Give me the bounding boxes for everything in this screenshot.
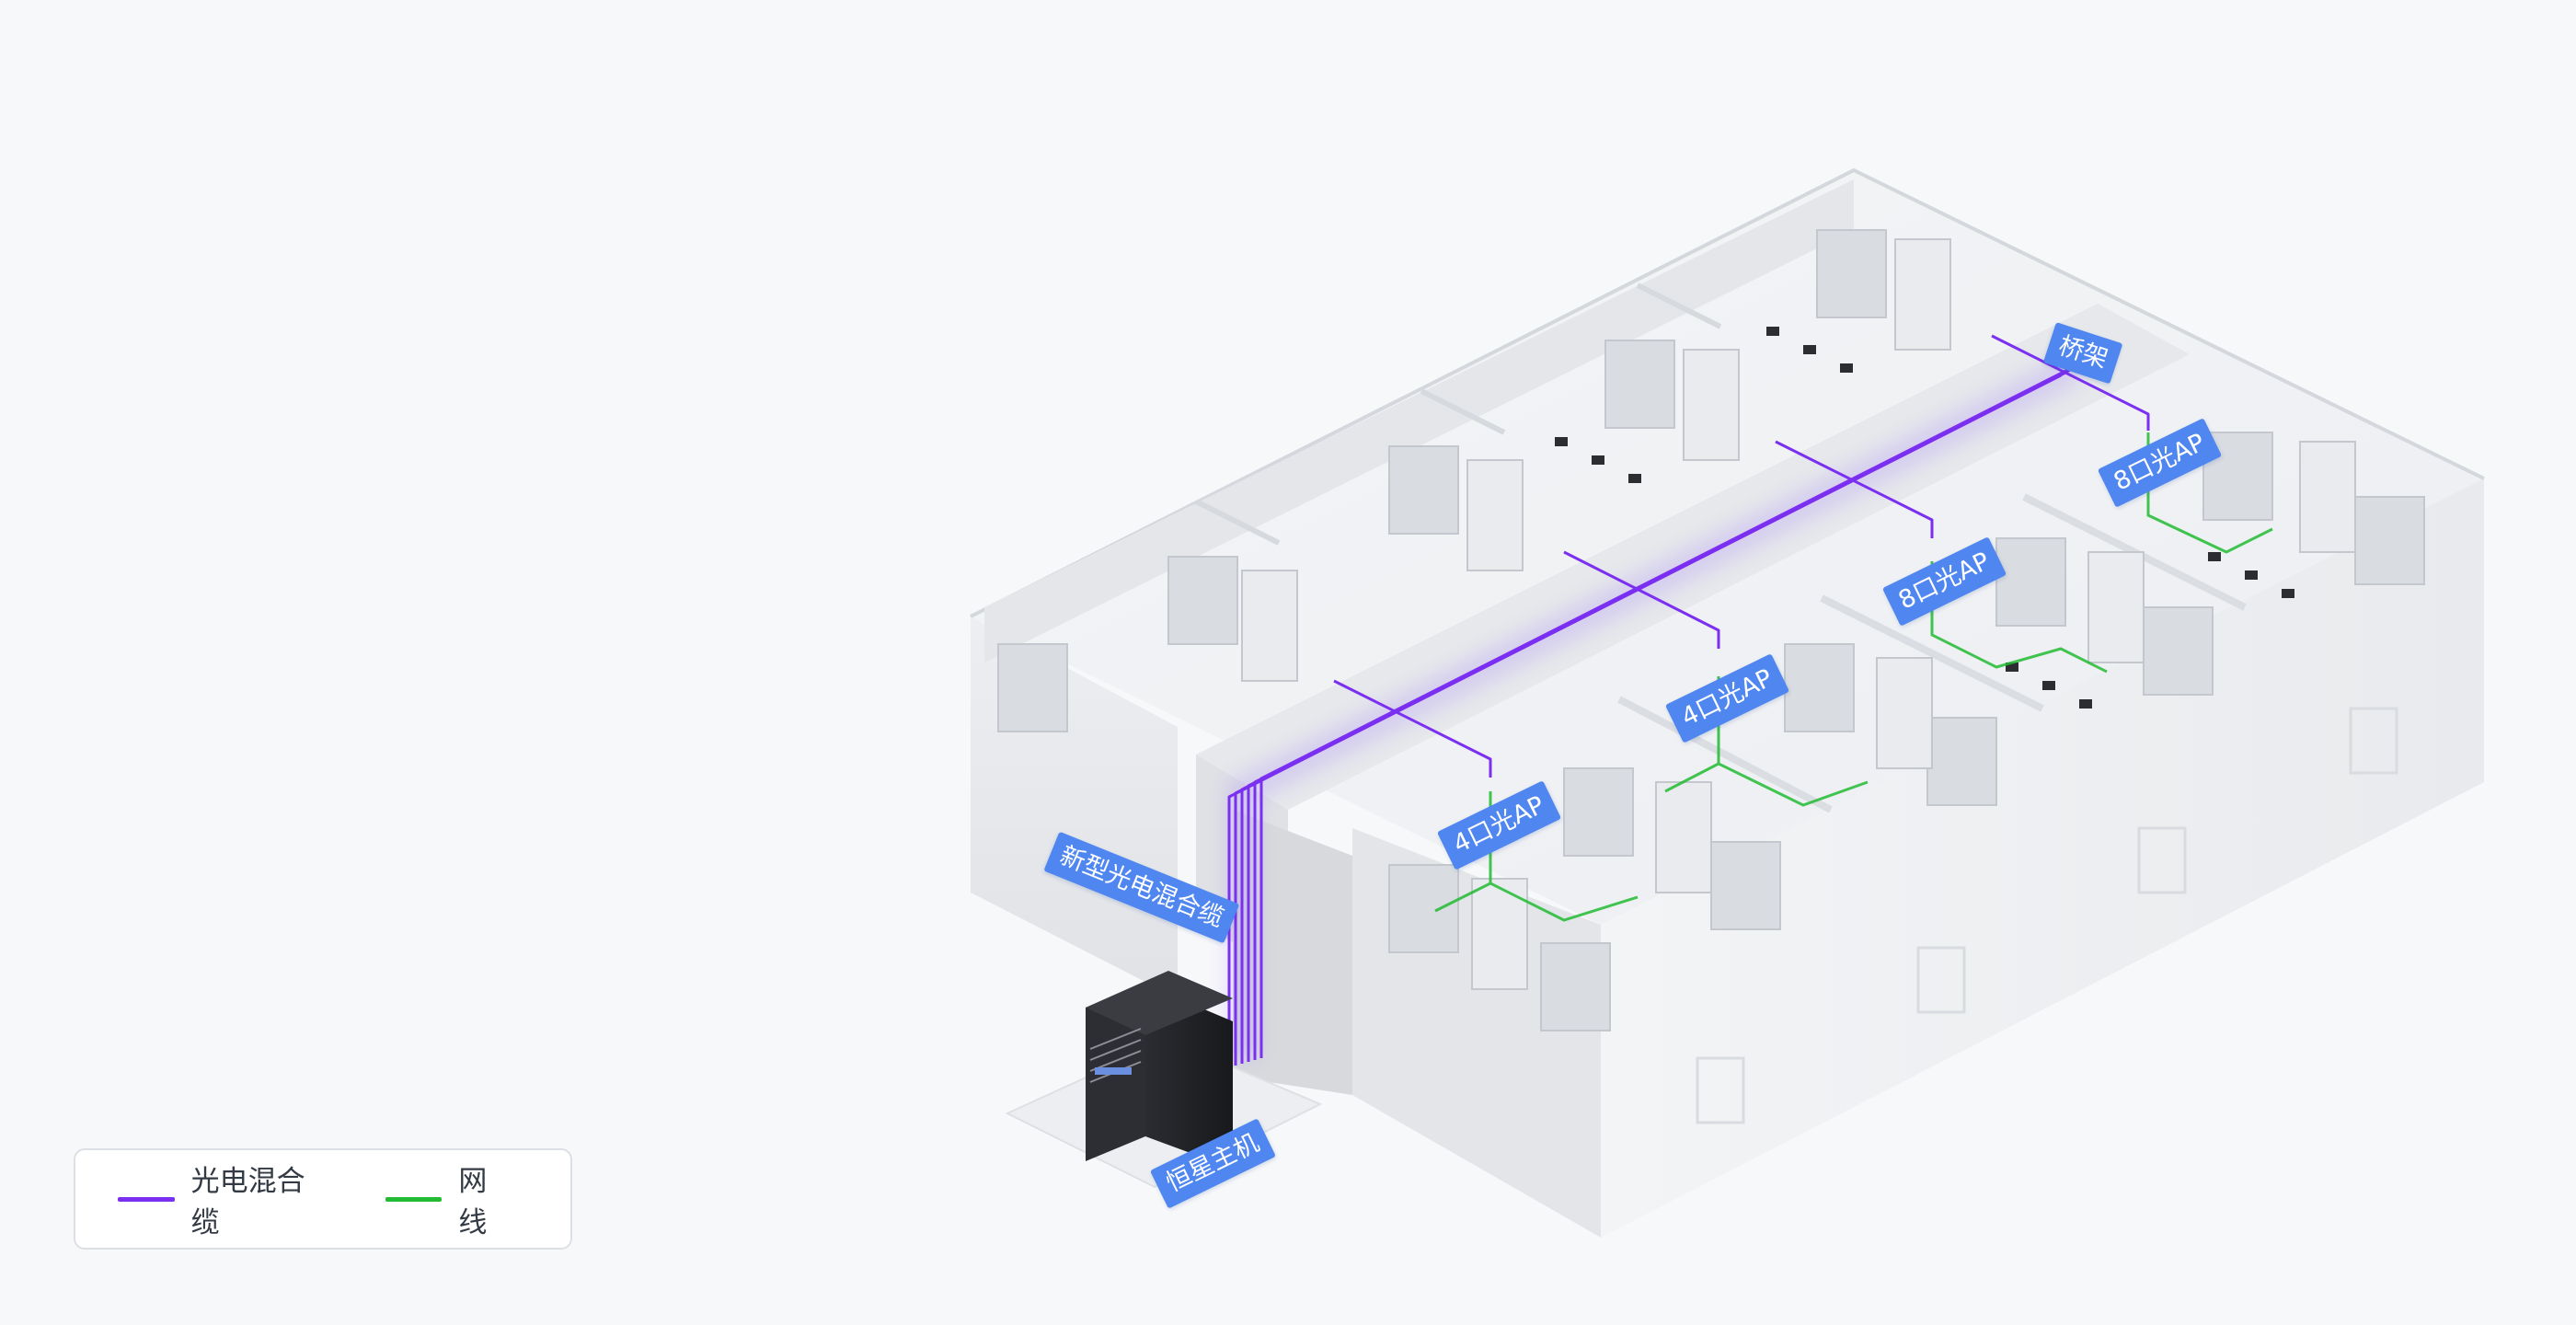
legend-item-hybrid-cable: 光电混合缆 (118, 1158, 328, 1240)
legend: 光电混合缆 网线 (74, 1148, 572, 1250)
legend-item-network-cable: 网线 (385, 1158, 513, 1240)
rack-side (1145, 985, 1233, 1169)
outer-wall-front (1601, 478, 2484, 1238)
legend-swatch-purple (118, 1196, 175, 1202)
legend-label: 光电混合缆 (190, 1165, 305, 1239)
furniture (997, 229, 2425, 1031)
rack-top (1086, 971, 1233, 1035)
desks (1555, 327, 2294, 709)
hybrid-cable (1226, 334, 2150, 1067)
host-server (1005, 971, 1323, 1189)
legend-swatch-green (385, 1196, 443, 1202)
legend-label: 网线 (458, 1165, 488, 1239)
